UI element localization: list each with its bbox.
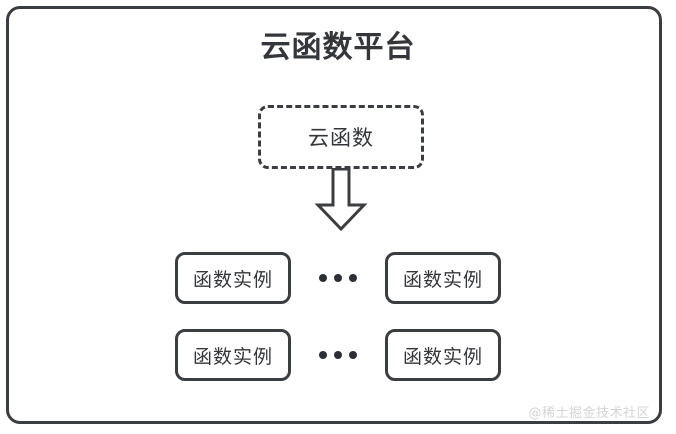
function-instance-label: 函数实例 [402, 268, 483, 291]
ellipsis-dot [334, 351, 342, 359]
ellipsis-dot [349, 274, 357, 282]
instance-row: 函数实例 函数实例 [0, 329, 676, 381]
function-instance-label: 函数实例 [192, 268, 273, 291]
function-instance-label: 函数实例 [402, 345, 483, 368]
instance-row: 函数实例 函数实例 [0, 252, 676, 304]
cloud-function-node-label: 云函数 [308, 126, 374, 150]
ellipsis-dot [319, 351, 327, 359]
function-instance-box: 函数实例 [385, 252, 501, 304]
ellipsis-separator [291, 329, 385, 381]
page-title: 云函数平台 [260, 30, 416, 65]
ellipsis-dot [319, 274, 327, 282]
watermark-text: @稀土掘金技术社区 [528, 406, 650, 421]
function-instance-box: 函数实例 [175, 329, 291, 381]
ellipsis-dot [334, 274, 342, 282]
down-block-arrow [312, 167, 370, 232]
function-instance-box: 函数实例 [385, 329, 501, 381]
function-instance-box: 函数实例 [175, 252, 291, 304]
ellipsis-separator [291, 252, 385, 304]
cloud-function-node: 云函数 [258, 105, 424, 169]
ellipsis-dot [349, 351, 357, 359]
function-instance-label: 函数实例 [192, 345, 273, 368]
